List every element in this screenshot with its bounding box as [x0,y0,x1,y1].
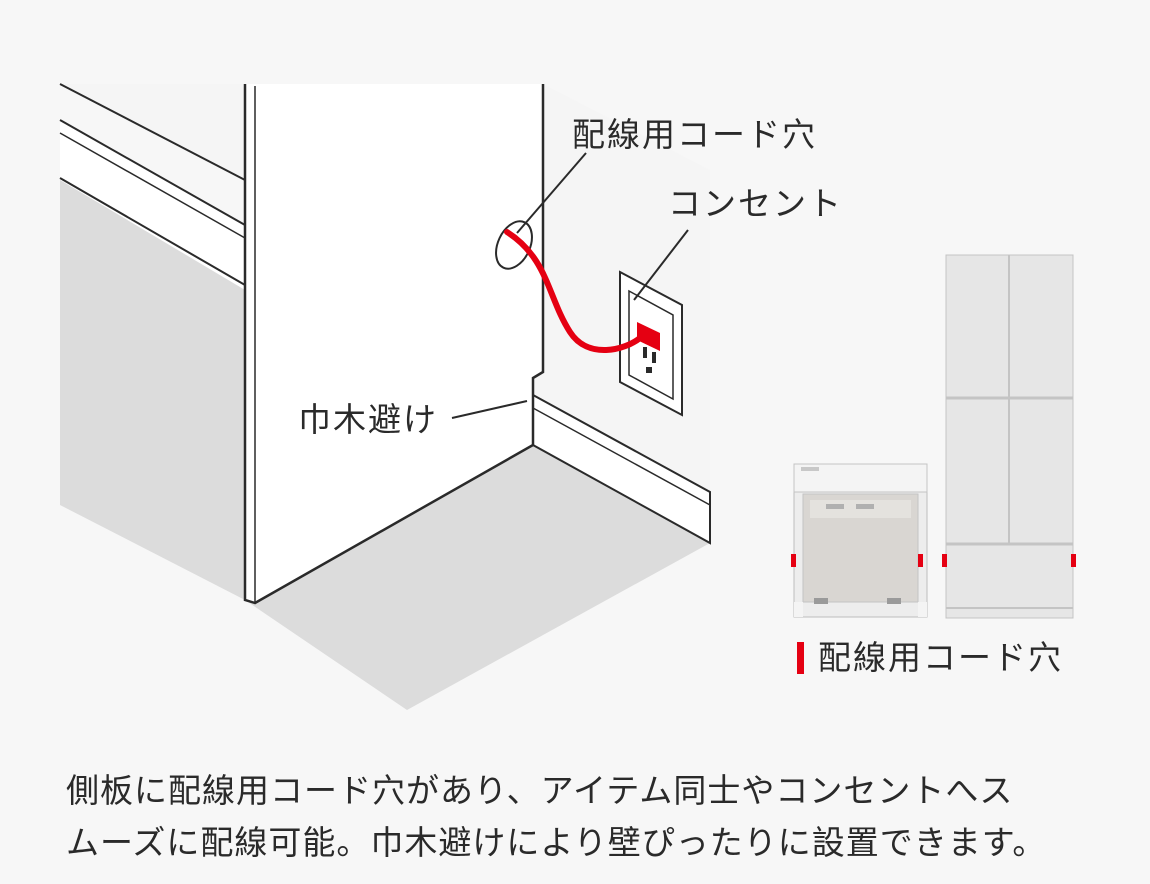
caption-line-2: ムーズに配線可能。巾木避けにより壁ぴったりに設置できます。 [66,823,1047,862]
legend: 配線用コード穴 [797,641,1063,674]
caption: 側板に配線用コード穴があり、アイテム同士やコンセントへス ムーズに配線可能。巾木… [66,765,1126,869]
tall-cabinet [942,254,1076,619]
floor [245,445,710,710]
small-cabinet [791,463,928,618]
power-cord [504,229,643,353]
cord-hole-label: 配線用コード穴 [572,115,817,154]
caption-line-1: 側板に配線用コード穴があり、アイテム同士やコンセントへス [66,771,1014,810]
outlet-label: コンセント [668,184,843,223]
legend-swatch [797,641,804,674]
outlet-leader [633,229,689,301]
left-wall [59,83,246,600]
baseboard-label: 巾木避け [298,400,438,439]
legend-text: 配線用コード穴 [818,638,1063,677]
side-panel [243,84,545,605]
cord-hole-leader [516,152,587,234]
baseboard-leader [451,400,528,419]
